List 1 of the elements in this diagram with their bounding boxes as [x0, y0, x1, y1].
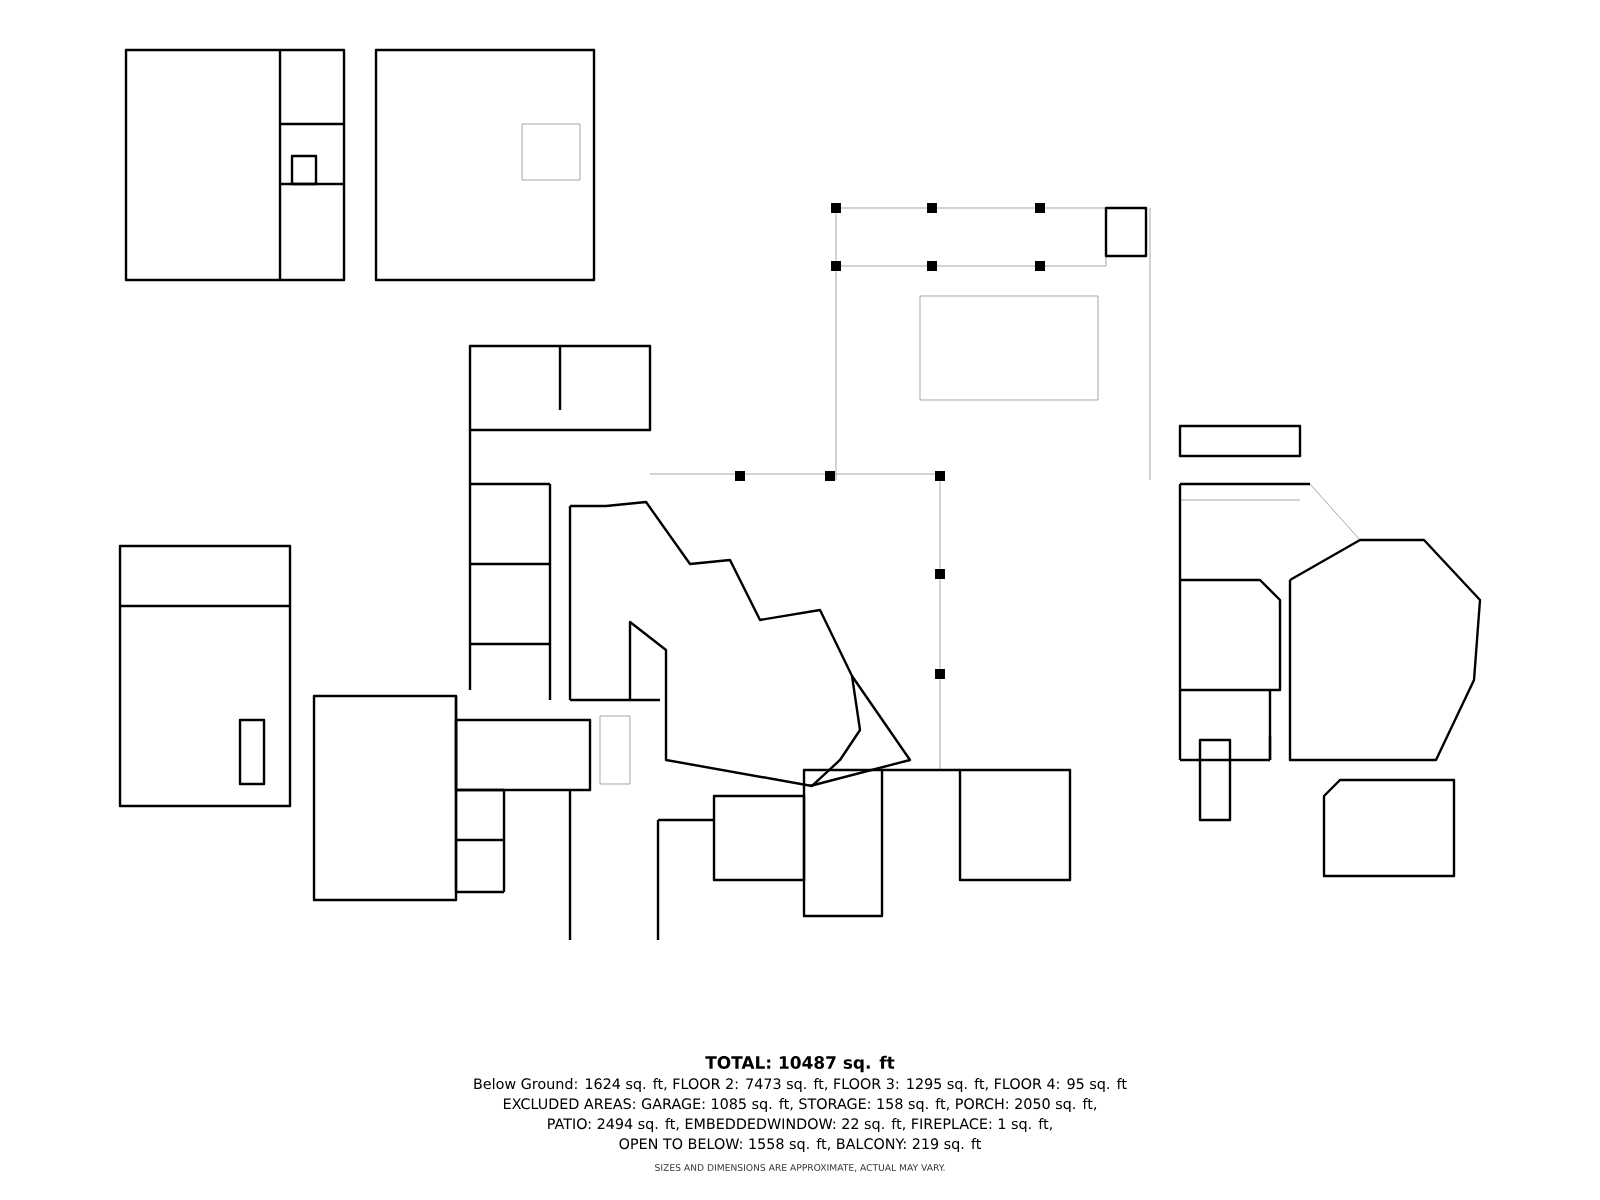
total-area-heading: TOTAL: 10487 sq. ft [705, 1055, 895, 1073]
